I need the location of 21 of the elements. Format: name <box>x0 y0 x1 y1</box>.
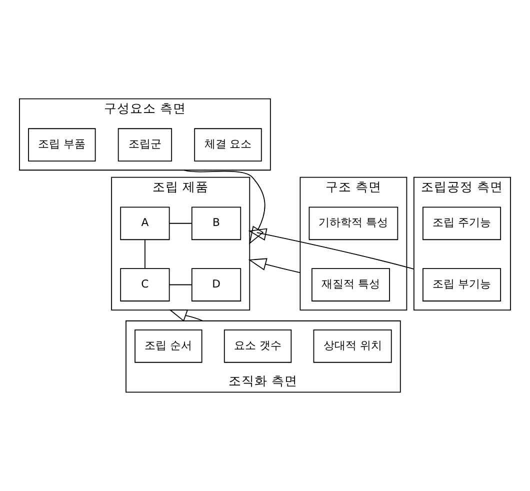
node-box: 조립 주기능 <box>422 206 502 240</box>
node-box: 조립군 <box>118 128 172 162</box>
node-box: B <box>191 206 242 240</box>
connector <box>169 284 192 286</box>
node-box: C <box>120 268 170 302</box>
node-box: 재질적 특성 <box>311 268 390 302</box>
node-box: D <box>191 268 242 302</box>
arrow <box>248 228 414 270</box>
node-box: 조립 부품 <box>28 128 96 162</box>
arrow <box>168 310 204 322</box>
node-box: 체결 요소 <box>194 128 262 162</box>
node-box: 조립 순서 <box>134 329 202 363</box>
arrow <box>248 258 301 274</box>
node-box: 조립 부기능 <box>422 268 502 302</box>
arrow <box>183 170 266 245</box>
node-box: A <box>120 206 170 240</box>
node-box: 상대적 위치 <box>313 329 392 363</box>
node-box: 기하학적 특성 <box>308 206 398 240</box>
node-box: 요소 갯수 <box>224 329 292 363</box>
connector <box>144 239 146 269</box>
connector <box>169 222 192 224</box>
